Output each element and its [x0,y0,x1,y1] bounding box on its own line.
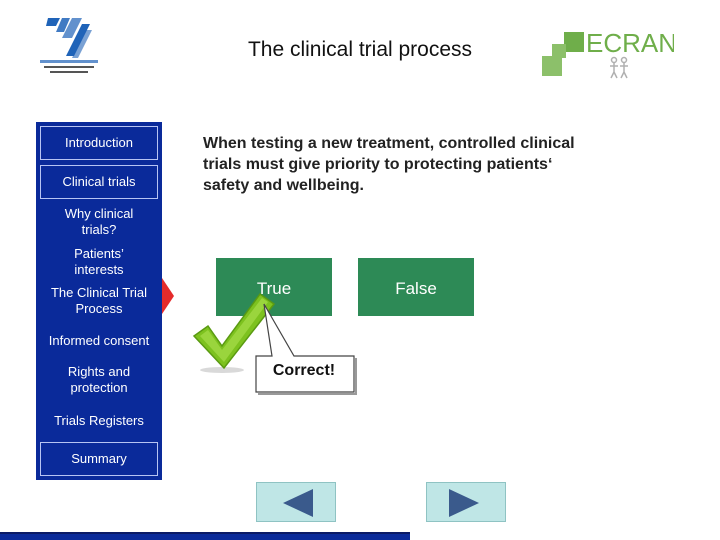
sidebar-item-label: Introduction [65,135,133,150]
page-title: The clinical trial process [247,38,473,61]
sidebar-item-label: Summary [71,451,127,466]
checkmark-icon [192,292,276,373]
false-answer-label: False [395,279,437,298]
sidebar-item-patients-interests[interactable]: Patients’ interests [40,244,158,280]
sidebar-item-why-clinical-trials[interactable]: Why clinical trials? [40,204,158,240]
sidebar-item-introduction[interactable]: Introduction [40,126,158,160]
sidebar-item-clinical-trial-process[interactable]: The Clinical Trial Process [40,284,158,318]
feedback-callout [255,303,357,395]
sidebar-item-label: Patients’ interests [74,246,124,277]
next-button[interactable] [426,482,506,522]
question-text: When testing a new treatment, controlled… [203,135,575,194]
sidebar-item-trials-registers[interactable]: Trials Registers [40,410,158,432]
fp7-logo [40,18,98,73]
sidebar-item-label: The Clinical Trial Process [50,285,148,316]
true-answer-label: True [256,279,292,298]
sidebar-item-label: Why clinical trials? [64,206,134,237]
sidebar-item-label: Rights and protection [67,364,131,395]
sidebar-item-rights-and-protection[interactable]: Rights and protection [40,362,158,398]
sidebar-item-informed-consent[interactable]: Informed consent [36,330,162,352]
bottom-bar [0,532,410,540]
sidebar-item-label: Informed consent [48,333,150,348]
previous-button[interactable] [256,482,336,522]
right-triangle-icon [449,489,479,517]
sidebar-item-label: Trials Registers [54,413,144,428]
true-answer-button[interactable]: True [216,258,332,316]
ecran-logo: ECRAN [542,28,674,79]
feedback-text: Correct! [272,362,336,379]
sidebar-item-clinical-trials[interactable]: Clinical trials [40,165,158,199]
ecran-logo-text: ECRAN [586,28,674,58]
sidebar-item-label: Clinical trials [62,174,136,189]
left-triangle-icon [283,489,313,517]
sidebar-nav: Introduction Clinical trials Why clinica… [36,122,162,480]
bottom-bar-line [0,532,410,534]
active-item-arrow-icon [162,278,174,314]
sidebar-item-summary[interactable]: Summary [40,442,158,476]
false-answer-button[interactable]: False [358,258,474,316]
